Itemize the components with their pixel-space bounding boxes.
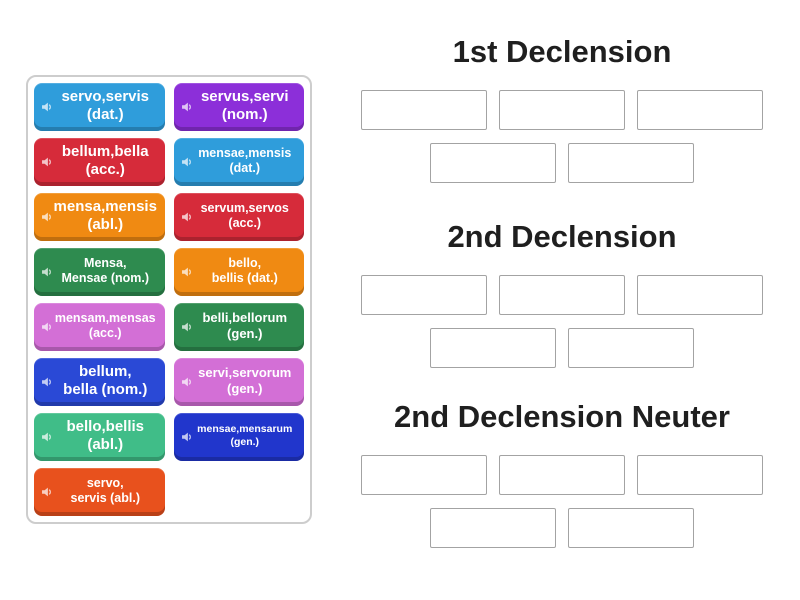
tile-label: mensae,mensis(dat.)	[198, 145, 292, 175]
tile-mensa-mensis-abl[interactable]: mensa,mensis(abl.)	[34, 193, 165, 241]
tile-servus-servi-nom[interactable]: servus,servi(nom.)	[173, 83, 304, 131]
drop-slot[interactable]	[637, 454, 763, 495]
tile-belli-bellorum-gen[interactable]: belli,bellorum(gen.)	[173, 303, 304, 351]
drop-slot[interactable]	[568, 327, 694, 368]
drop-slot[interactable]	[568, 142, 694, 183]
groups-column: 1st Declension 2nd Declension 2nd Declen…	[357, 0, 767, 600]
speaker-icon[interactable]	[180, 155, 194, 169]
speaker-icon[interactable]	[180, 375, 194, 389]
group-2nd-declension-neuter: 2nd Declension Neuter	[357, 399, 767, 548]
speaker-icon[interactable]	[180, 430, 194, 444]
speaker-icon[interactable]	[180, 210, 194, 224]
word-tiles-panel: servo,servis(dat.) servus,servi(nom.) bell…	[26, 75, 312, 524]
tile-servo-servis-dat[interactable]: servo,servis(dat.)	[34, 83, 165, 131]
tile-bellum-bella-acc[interactable]: bellum,bella(acc.)	[34, 138, 165, 186]
tile-servi-servorum-gen[interactable]: servi,servorum(gen.)	[173, 358, 304, 406]
drop-slot[interactable]	[637, 274, 763, 315]
tile-label: bello,bellis (dat.)	[211, 255, 278, 285]
drop-slot[interactable]	[361, 454, 487, 495]
tile-servum-servos-acc[interactable]: servum,servos(acc.)	[173, 193, 304, 241]
tile-servo-servis-abl[interactable]: servo,servis (abl.)	[34, 468, 165, 516]
drop-slot[interactable]	[637, 89, 763, 130]
speaker-icon[interactable]	[180, 100, 194, 114]
tile-label: bello,bellis(abl.)	[66, 417, 145, 453]
tile-label: mensa,mensis(abl.)	[53, 197, 157, 233]
group-2nd-declension: 2nd Declension	[357, 219, 767, 368]
drop-slot[interactable]	[430, 142, 556, 183]
group-title: 2nd Declension Neuter	[394, 399, 730, 434]
group-title: 1st Declension	[452, 34, 672, 69]
group-slots	[357, 454, 767, 548]
group-title: 2nd Declension	[447, 219, 677, 254]
tile-label: servo,servis(dat.)	[61, 87, 150, 123]
tile-label: Mensa,Mensae (nom.)	[61, 255, 149, 285]
drop-slot[interactable]	[430, 507, 556, 548]
tile-label: servi,servorum(gen.)	[198, 365, 292, 396]
speaker-icon[interactable]	[40, 485, 54, 499]
speaker-icon[interactable]	[40, 320, 54, 334]
speaker-icon[interactable]	[180, 320, 194, 334]
tile-label: bellum,bella(acc.)	[61, 142, 149, 178]
group-slots	[357, 274, 767, 368]
speaker-icon[interactable]	[40, 210, 54, 224]
speaker-icon[interactable]	[40, 100, 54, 114]
speaker-icon[interactable]	[180, 265, 194, 279]
tile-label: mensae,mensarum(gen.)	[197, 423, 293, 448]
tile-bellum-bella-nom[interactable]: bellum,bella (nom.)	[34, 358, 165, 406]
drop-slot[interactable]	[430, 327, 556, 368]
drop-slot[interactable]	[499, 89, 625, 130]
group-1st-declension: 1st Declension	[357, 34, 767, 183]
drop-slot[interactable]	[361, 89, 487, 130]
drop-slot[interactable]	[361, 274, 487, 315]
tile-label: belli,bellorum(gen.)	[202, 310, 287, 341]
tile-mensa-mensae-nom[interactable]: Mensa,Mensae (nom.)	[34, 248, 165, 296]
tile-bello-bellis-abl[interactable]: bello,bellis(abl.)	[34, 413, 165, 461]
drop-slot[interactable]	[499, 454, 625, 495]
speaker-icon[interactable]	[40, 155, 54, 169]
tile-label: mensam,mensas(acc.)	[54, 310, 156, 340]
tile-label: bellum,bella (nom.)	[63, 362, 148, 398]
drop-slot[interactable]	[499, 274, 625, 315]
group-slots	[357, 89, 767, 183]
tile-label: servum,servos(acc.)	[200, 200, 289, 230]
tile-mensae-mensis-dat[interactable]: mensae,mensis(dat.)	[173, 138, 304, 186]
tile-mensam-mensas-acc[interactable]: mensam,mensas(acc.)	[34, 303, 165, 351]
drop-slot[interactable]	[568, 507, 694, 548]
tile-label: servo,servis (abl.)	[70, 475, 140, 505]
tile-label: servus,servi(nom.)	[200, 87, 289, 123]
speaker-icon[interactable]	[40, 430, 54, 444]
tile-mensae-mensarum-gen[interactable]: mensae,mensarum(gen.)	[173, 413, 304, 461]
speaker-icon[interactable]	[40, 265, 54, 279]
speaker-icon[interactable]	[40, 375, 54, 389]
tile-bello-bellis-dat[interactable]: bello,bellis (dat.)	[173, 248, 304, 296]
